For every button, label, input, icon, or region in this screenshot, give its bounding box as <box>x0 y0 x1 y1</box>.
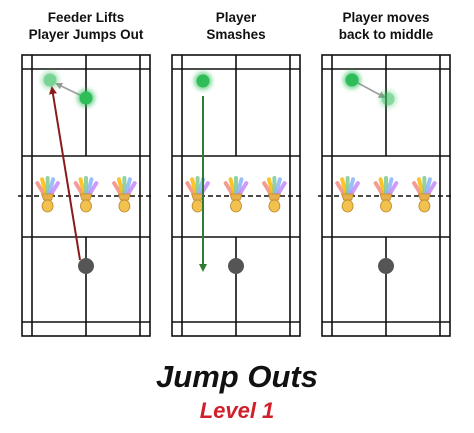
shuttle-lift-arrow <box>49 86 81 261</box>
court-3 <box>318 54 454 337</box>
player-position <box>196 74 210 88</box>
shuttlecock-icon <box>185 176 210 213</box>
shuttlecock-icon <box>73 176 99 213</box>
player-position <box>79 91 93 105</box>
player-target-halo <box>41 71 59 89</box>
panel-3-title: Player moves back to middle <box>338 10 434 42</box>
shuttlecock-icon <box>262 176 287 213</box>
feeder-position <box>78 258 94 274</box>
player-position <box>345 73 359 87</box>
shuttlecock-icon <box>112 176 137 213</box>
court-2 <box>168 54 304 337</box>
shuttlecock-icon <box>335 176 360 213</box>
feeder-position <box>228 258 244 274</box>
feeder-position <box>378 258 394 274</box>
drill-title: Jump Outs <box>156 359 318 394</box>
shuttlecock-icon <box>412 176 437 213</box>
shuttlecock-icon <box>373 176 399 213</box>
court-1 <box>18 54 154 337</box>
panel-1-title: Feeder Lifts Player Jumps Out <box>28 10 144 42</box>
shuttlecock-icon <box>223 176 249 213</box>
return-arrow <box>355 81 386 98</box>
drill-level: Level 1 <box>199 398 275 423</box>
player-target-position <box>43 73 57 87</box>
panel-2-title: Player Smashes <box>206 10 266 42</box>
player-target-halo <box>379 90 397 108</box>
player-target-position <box>381 92 395 106</box>
shuttlecock-icon <box>35 176 60 213</box>
